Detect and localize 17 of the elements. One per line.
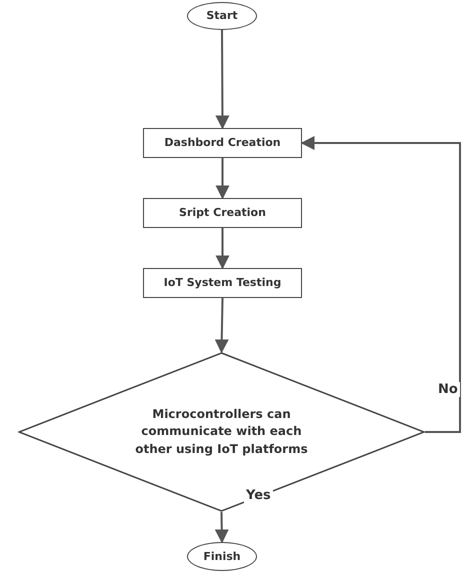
decision-text: Microcontrollers can communicate with each other using IoT platforms [134, 406, 309, 458]
node-label: Dashbord Creation [164, 135, 281, 151]
edge-label: No [436, 382, 460, 397]
process-box [143, 198, 302, 228]
process-box [143, 128, 302, 158]
node-label: IoT System Testing [164, 275, 282, 291]
node-label: Sript Creation [179, 205, 266, 221]
arrow [214, 298, 229, 354]
node-label: Start [206, 8, 238, 24]
arrow [216, 158, 230, 200]
arrow [214, 512, 229, 544]
arrow [300, 136, 461, 433]
edge-label: Yes [244, 488, 273, 503]
arrow [215, 30, 230, 130]
arrow [216, 228, 230, 270]
process-box [143, 268, 302, 298]
node-label: Finish [203, 548, 241, 564]
